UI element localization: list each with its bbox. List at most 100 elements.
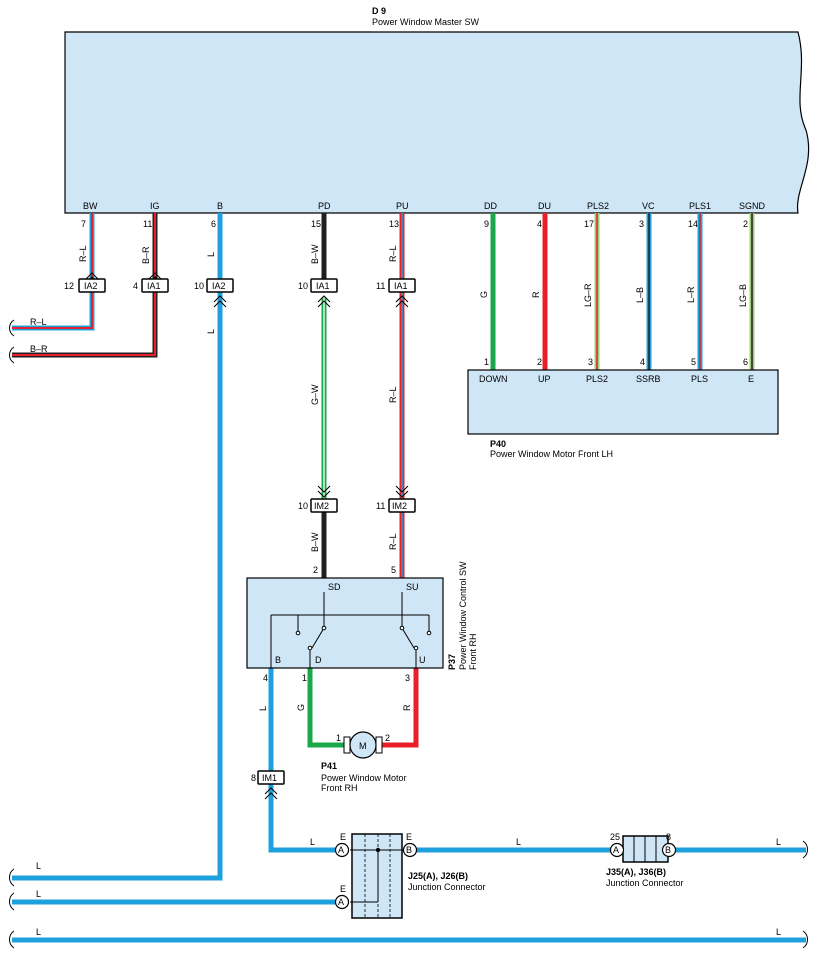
svg-text:25: 25 — [610, 832, 620, 842]
d9-pin-pls2: PLS2 — [587, 201, 609, 211]
svg-text:9: 9 — [484, 219, 489, 229]
svg-text:5: 5 — [391, 565, 396, 575]
svg-text:B: B — [275, 655, 281, 665]
wire-break-marks — [9, 319, 808, 949]
svg-text:1: 1 — [484, 357, 489, 367]
svg-text:4: 4 — [640, 357, 645, 367]
p37-pin-numbers: 2 5 4 1 3 — [263, 565, 410, 683]
svg-text:R–L: R–L — [388, 533, 398, 550]
svg-text:6: 6 — [743, 357, 748, 367]
p37-internal-switch — [270, 592, 432, 668]
svg-text:B: B — [665, 845, 671, 855]
svg-text:L: L — [206, 252, 216, 257]
p41-name-1: Power Window Motor — [321, 773, 407, 783]
connector-ia1-ig: IA1 4 — [133, 272, 169, 293]
svg-text:3: 3 — [639, 219, 644, 229]
svg-text:PLS2: PLS2 — [586, 374, 608, 384]
svg-text:2: 2 — [537, 357, 542, 367]
svg-text:E: E — [340, 832, 346, 842]
svg-text:B–R: B–R — [141, 246, 151, 264]
j25-name: Junction Connector — [408, 882, 486, 892]
motor-symbol: M — [359, 741, 367, 751]
p41-name-2: Front RH — [321, 783, 358, 793]
d9-pin-bw: BW — [83, 201, 98, 211]
svg-text:4: 4 — [133, 281, 138, 291]
svg-text:2: 2 — [385, 733, 390, 743]
svg-text:17: 17 — [584, 219, 594, 229]
svg-text:A: A — [338, 845, 344, 855]
d9-code: D 9 — [372, 6, 386, 16]
d9-pin-dd: DD — [484, 201, 497, 211]
svg-text:10: 10 — [298, 501, 308, 511]
connector-im1: IM1 8 — [251, 770, 285, 800]
svg-text:A: A — [613, 845, 619, 855]
connector-ia2-bw: IA2 12 — [64, 272, 106, 293]
svg-text:E: E — [748, 374, 754, 384]
svg-text:P37: P37 — [447, 654, 457, 670]
svg-text:SD: SD — [328, 582, 341, 592]
svg-text:L: L — [776, 837, 781, 847]
svg-text:R–L: R–L — [388, 386, 398, 403]
svg-text:LG–R: LG–R — [583, 283, 593, 307]
svg-text:R–L: R–L — [388, 245, 398, 262]
svg-text:IA1: IA1 — [316, 281, 330, 291]
wire-motor-g — [307, 668, 347, 748]
p37-pin-labels: SD SU B D U — [275, 582, 426, 665]
p37-box — [246, 577, 444, 669]
svg-text:R–L: R–L — [78, 245, 88, 262]
svg-text:1: 1 — [336, 733, 341, 743]
p40-pin-labels: DOWN UP PLS2 SSRB PLS E — [479, 374, 754, 384]
svg-text:DOWN: DOWN — [479, 374, 508, 384]
junction-j35: A B 25 8 — [609, 832, 677, 863]
svg-text:Power Window Control SW: Power Window Control SW — [458, 561, 468, 670]
wire-bw — [12, 213, 95, 331]
svg-text:R: R — [402, 704, 412, 711]
svg-text:L–R: L–R — [686, 286, 696, 303]
svg-text:4: 4 — [263, 673, 268, 683]
svg-text:B–R: B–R — [30, 344, 48, 354]
svg-text:L: L — [258, 706, 268, 711]
p40-name: Power Window Motor Front LH — [490, 449, 613, 459]
svg-text:8: 8 — [666, 832, 671, 842]
svg-text:14: 14 — [688, 219, 698, 229]
svg-text:L: L — [36, 927, 41, 937]
svg-text:11: 11 — [376, 501, 385, 511]
svg-text:2: 2 — [743, 219, 748, 229]
svg-text:B: B — [406, 845, 412, 855]
j35-name: Junction Connector — [606, 878, 684, 888]
d9-pin-pd: PD — [318, 201, 331, 211]
svg-text:3: 3 — [405, 673, 410, 683]
wire-ig — [12, 213, 158, 358]
svg-text:L–B: L–B — [635, 287, 645, 303]
j35-code: J35(A), J36(B) — [606, 867, 666, 877]
svg-text:IM1: IM1 — [262, 773, 277, 783]
svg-text:Front RH: Front RH — [468, 633, 478, 670]
connector-ia1-pd: IA1 10 — [298, 278, 338, 308]
d9-pin-sgnd: SGND — [739, 201, 766, 211]
svg-text:PLS: PLS — [691, 374, 708, 384]
p41-motor: M 1 2 — [336, 731, 390, 759]
svg-text:IA2: IA2 — [84, 281, 98, 291]
svg-text:SU: SU — [406, 582, 419, 592]
wire-b — [12, 213, 223, 881]
svg-text:E: E — [340, 884, 346, 894]
svg-text:R–L: R–L — [30, 317, 47, 327]
p37-caption: P37 Power Window Control SW Front RH — [447, 561, 478, 670]
p40-code: P40 — [490, 439, 506, 449]
d9-pin-pls1: PLS1 — [689, 201, 711, 211]
svg-text:2: 2 — [313, 565, 318, 575]
svg-text:B–W: B–W — [310, 532, 320, 552]
d9-box — [64, 31, 810, 214]
svg-text:10: 10 — [194, 281, 204, 291]
d9-pin-du: DU — [538, 201, 551, 211]
p40-pin-numbers: 1 2 3 4 5 6 — [484, 357, 748, 367]
wire-bsw — [268, 668, 342, 853]
wire-motor-r — [378, 668, 419, 748]
svg-text:B–W: B–W — [310, 244, 320, 264]
svg-text:11: 11 — [376, 281, 385, 291]
svg-text:10: 10 — [298, 281, 308, 291]
svg-text:G: G — [479, 291, 489, 298]
svg-text:A: A — [338, 897, 344, 907]
junction-j25: A B A E E E — [334, 832, 418, 919]
svg-text:L: L — [36, 889, 41, 899]
